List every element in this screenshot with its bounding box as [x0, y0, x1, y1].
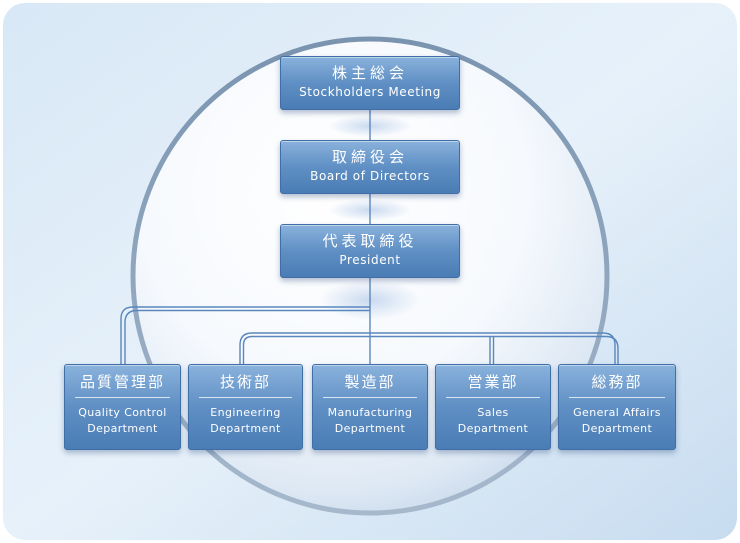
node-quality-control-department: 品質管理部 Quality Control Department — [64, 364, 181, 450]
dept-divider — [569, 397, 665, 398]
connector-line-quality-control — [120, 306, 370, 364]
dept-divider — [323, 397, 417, 398]
dept-title-en: Department — [457, 422, 529, 435]
dept-divider — [446, 397, 540, 398]
dept-title-en: Department — [334, 422, 406, 435]
node-title-en: Stockholders Meeting — [299, 85, 441, 99]
dept-title-jp: 技術部 — [219, 373, 271, 391]
dept-divider — [199, 397, 292, 398]
node-sales-department: 営業部 Sales Department — [435, 364, 551, 450]
connector-line-bus — [252, 332, 616, 364]
connector-line-engineering — [239, 332, 253, 364]
node-president: 代表取締役 President — [280, 224, 460, 278]
dept-title-en: General Affairs — [573, 406, 661, 419]
node-title-jp: 代表取締役 — [322, 232, 418, 250]
dept-title-jp: 営業部 — [467, 373, 519, 391]
node-engineering-department: 技術部 Engineering Department — [188, 364, 303, 450]
connector-line-bus — [252, 335, 619, 364]
node-title-en: Board of Directors — [310, 169, 430, 183]
node-title-jp: 株主総会 — [331, 64, 408, 82]
dept-title-en: Manufacturing — [327, 406, 413, 419]
dept-title-en: Engineering — [210, 406, 281, 419]
dept-title-en: Sales — [477, 406, 509, 419]
connector-line-quality-control — [124, 309, 370, 364]
dept-title-en: Department — [87, 422, 158, 435]
node-general-affairs-department: 総務部 General Affairs Department — [558, 364, 676, 450]
node-title-en: President — [339, 253, 401, 267]
node-manufacturing-department: 製造部 Manufacturing Department — [312, 364, 428, 450]
node-board-of-directors: 取締役会 Board of Directors — [280, 140, 460, 194]
node-stockholders-meeting: 株主総会 Stockholders Meeting — [280, 56, 460, 110]
dept-title-jp: 品質管理部 — [79, 373, 165, 391]
dept-title-en: Department — [581, 422, 653, 435]
dept-title-jp: 総務部 — [591, 373, 643, 391]
connector-line-engineering — [242, 335, 253, 364]
node-title-jp: 取締役会 — [331, 148, 408, 166]
dept-title-en: Quality Control — [78, 406, 167, 419]
dept-title-en: Department — [210, 422, 281, 435]
dept-title-jp: 製造部 — [344, 373, 396, 391]
dept-divider — [75, 397, 170, 398]
